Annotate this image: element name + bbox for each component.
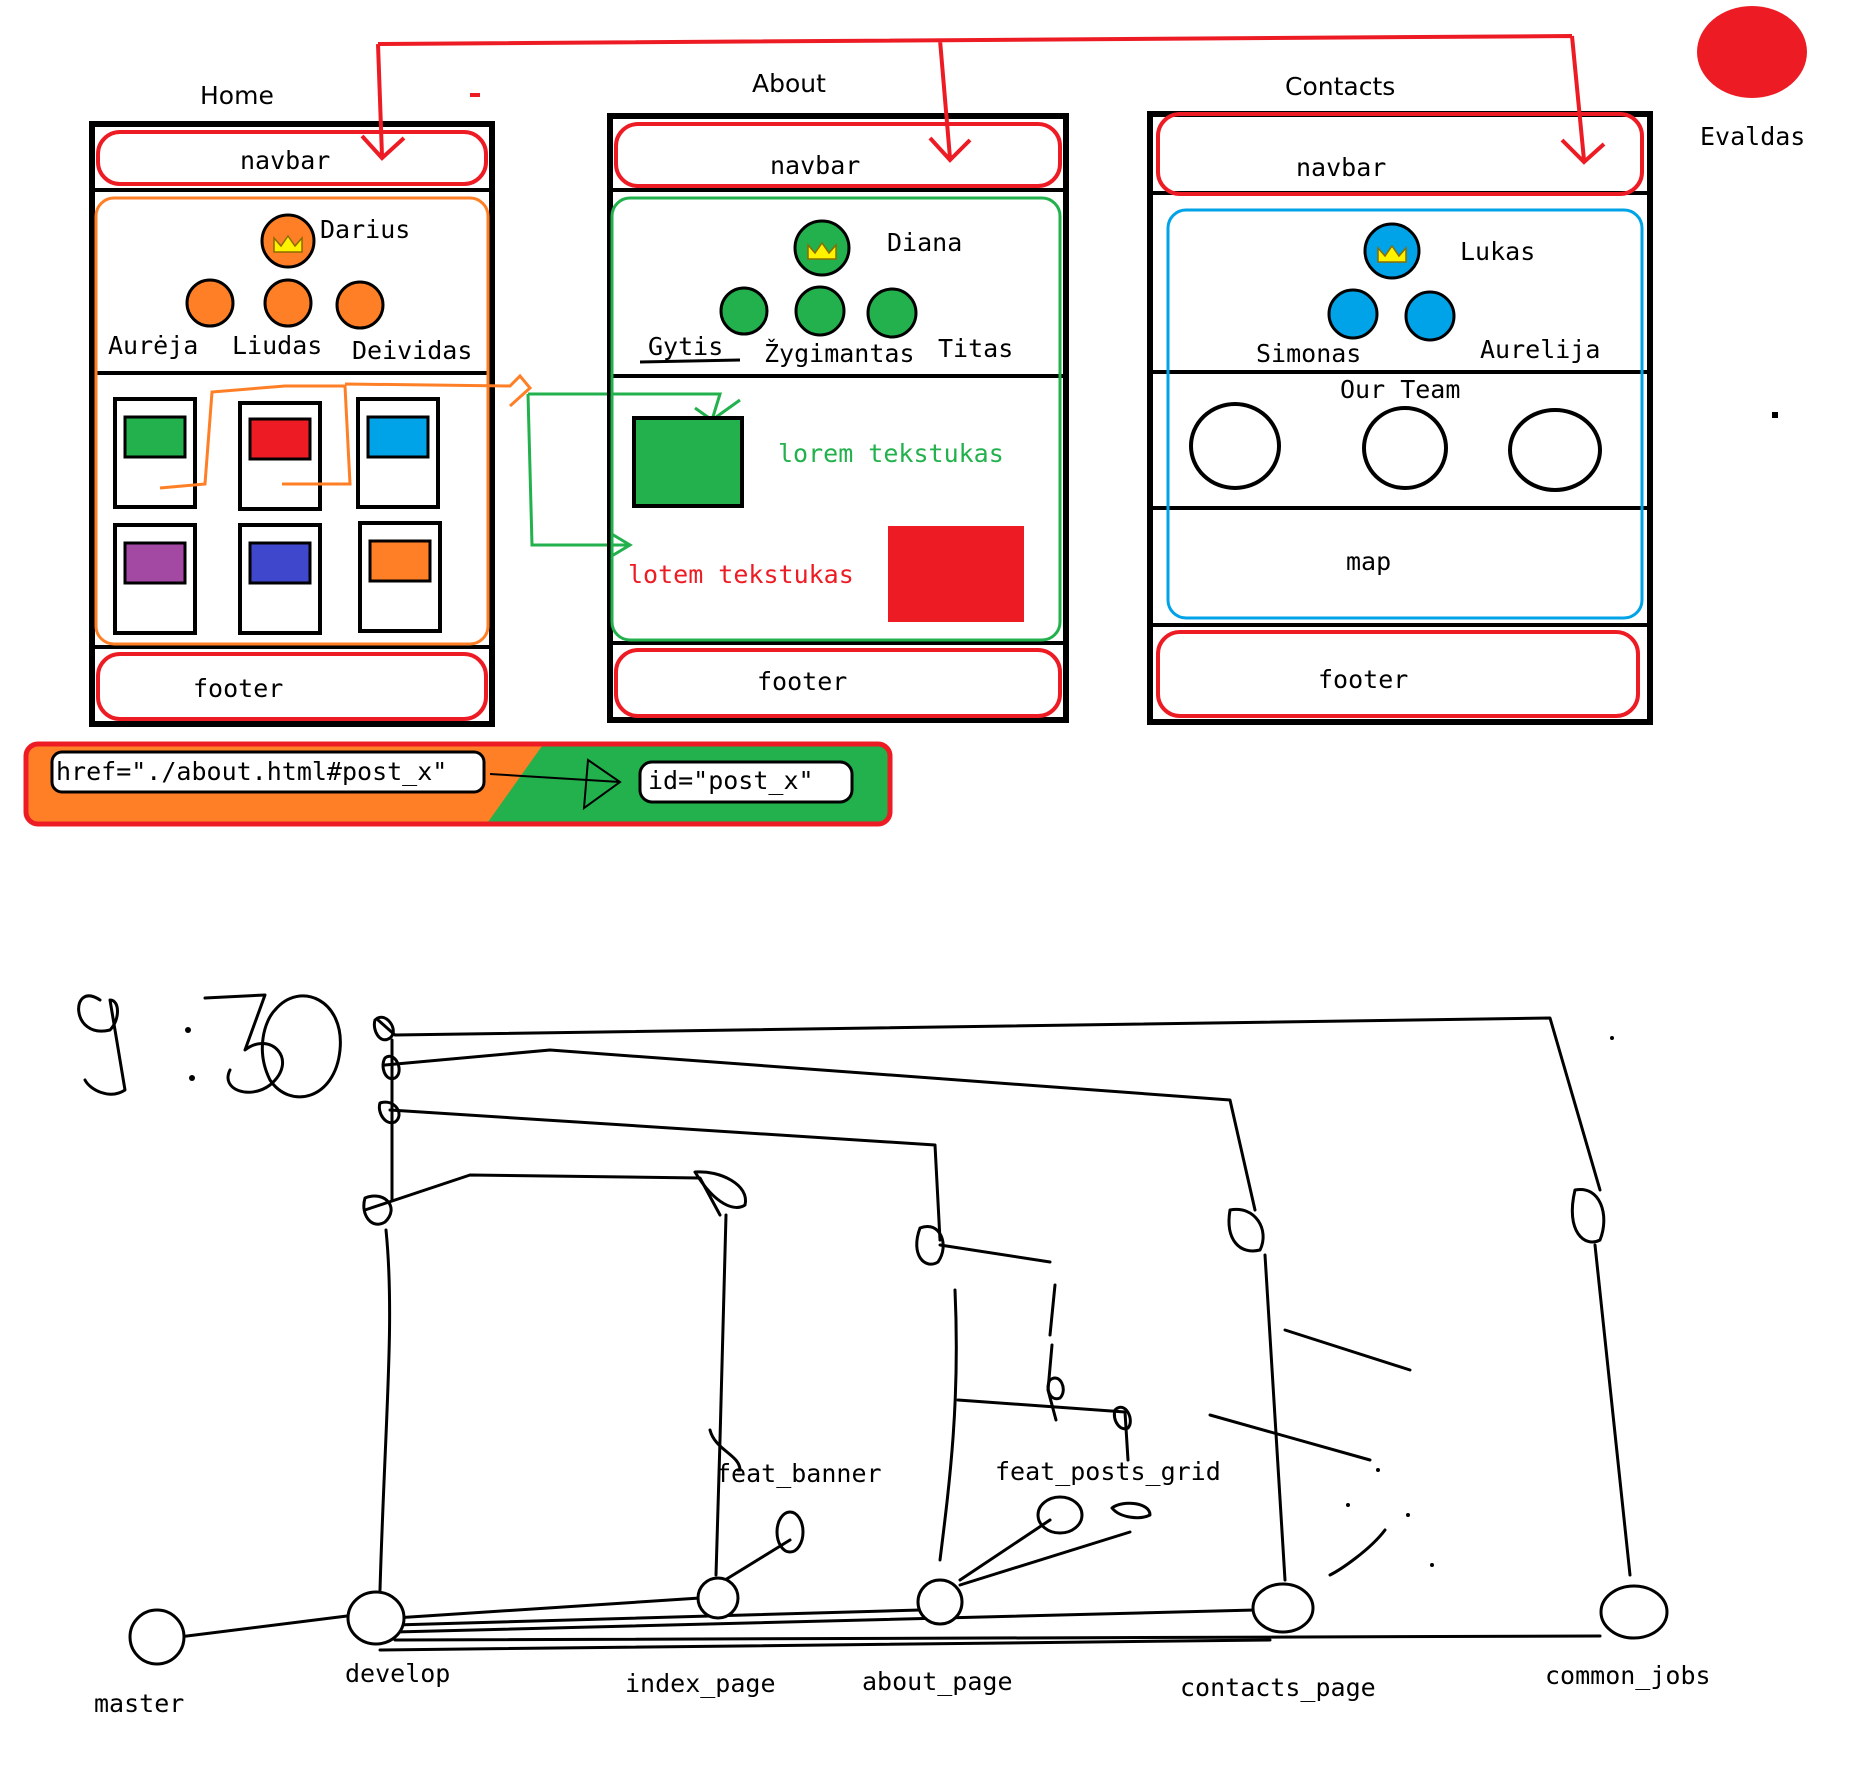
about-content-outline [610, 196, 1062, 642]
home-frame [89, 121, 495, 727]
master-node [128, 1608, 186, 1666]
team-member-photo [1362, 406, 1448, 490]
home-member-avatar [185, 278, 235, 328]
about-member-name: Gytis [648, 332, 723, 361]
post-thumbnail [123, 415, 187, 459]
team-member-photo [1189, 402, 1281, 490]
about-member-name: Titas [938, 334, 1013, 363]
feat-posts-grid-commit [1036, 1495, 1084, 1535]
post-thumbnail [366, 415, 430, 459]
contacts-navbar [1156, 112, 1644, 196]
about-footer-label: footer [757, 667, 847, 696]
id-text: id="post_x" [648, 766, 814, 795]
navbar-link-arrows [360, 34, 1606, 165]
home-title: Home [200, 81, 274, 110]
feat-banner-commit [775, 1510, 805, 1554]
about-page-node [916, 1578, 964, 1626]
contacts-leader-name: Lukas [1460, 237, 1535, 266]
home-member-avatar [335, 280, 385, 330]
about-member-avatar [719, 286, 769, 336]
home-member-avatar [263, 278, 313, 328]
home-page-mockup: Home navbar Darius Aurėja Liudas Deivida… [89, 81, 533, 727]
feature-label: feat_posts_grid [995, 1457, 1221, 1486]
about-page-mockup: About navbar Diana Gytis Žygimantas Tita… [607, 69, 1069, 723]
post-thumbnail [248, 541, 312, 585]
about-post-text: lotem tekstukas [628, 560, 854, 589]
contacts-member-avatar [1404, 290, 1456, 342]
about-frame [607, 113, 1069, 723]
evaldas-avatar [1697, 6, 1807, 98]
about-post-text: lorem tekstukas [778, 439, 1004, 468]
feature-label: feat_banner [716, 1459, 882, 1488]
id-box [638, 760, 854, 804]
contacts-member-avatar [1327, 288, 1379, 340]
home-navbar-label: navbar [240, 146, 330, 175]
about-title: About [752, 69, 826, 98]
contacts-title: Contacts [1285, 72, 1395, 101]
contacts-member-name: Aurelija [1480, 335, 1600, 364]
href-text: href="./about.html#post_x" [56, 757, 447, 786]
evaldas-name: Evaldas [1700, 122, 1805, 151]
contacts-footer-label: footer [1318, 665, 1408, 694]
about-member-avatar [866, 287, 918, 339]
contacts-navbar-label: navbar [1296, 153, 1386, 182]
about-footer [614, 648, 1062, 718]
contacts-page-mockup: Contacts navbar Lukas Simonas Aurelija O… [1147, 72, 1653, 725]
anchor-link-bar: href="./about.html#post_x" id="post_x" [23, 741, 893, 827]
home-banner-outline [94, 196, 490, 646]
about-navbar-label: navbar [770, 151, 860, 180]
about-post-image [632, 416, 744, 508]
home-member-name: Liudas [232, 331, 322, 360]
team-member-photo [1508, 408, 1602, 492]
home-posts-grid [113, 397, 442, 635]
contacts-footer [1156, 630, 1640, 718]
home-navbar [96, 130, 488, 186]
about-navbar [614, 122, 1062, 188]
branch-label: index_page [625, 1669, 776, 1698]
home-member-name: Aurėja [108, 331, 198, 360]
home-footer-label: footer [193, 674, 283, 703]
contacts-member-name: Simonas [1256, 339, 1361, 368]
branch-label: contacts_page [1180, 1673, 1376, 1702]
about-member-name: Žygimantas [764, 339, 915, 368]
home-leader-name: Darius [320, 215, 410, 244]
post-thumbnail [123, 541, 187, 585]
branch-label: common_jobs [1545, 1661, 1711, 1690]
contacts-map: map [1346, 547, 1391, 576]
develop-node [346, 1590, 406, 1646]
home-member-name: Deividas [352, 336, 472, 365]
branch-label: about_page [862, 1667, 1013, 1696]
git-branch-sketch: master develop index_page about_page con… [77, 993, 1711, 1718]
post-thumbnail [248, 417, 312, 461]
about-post-image [888, 526, 1024, 622]
contacts-content-outline [1166, 208, 1644, 620]
about-leader-name: Diana [887, 228, 962, 257]
href-box [50, 750, 486, 794]
common-jobs-node [1599, 1584, 1669, 1640]
link-arrow-to-about [526, 392, 741, 559]
home-footer [96, 652, 488, 721]
home-post-link-stroke [159, 373, 533, 490]
contacts-team-title: Our Team [1340, 375, 1460, 404]
about-member-avatar [794, 285, 846, 337]
branch-label: master [94, 1689, 184, 1718]
branch-label: develop [345, 1659, 450, 1688]
contacts-page-node [1251, 1582, 1315, 1634]
index-page-node [696, 1576, 740, 1620]
post-thumbnail [368, 539, 432, 583]
